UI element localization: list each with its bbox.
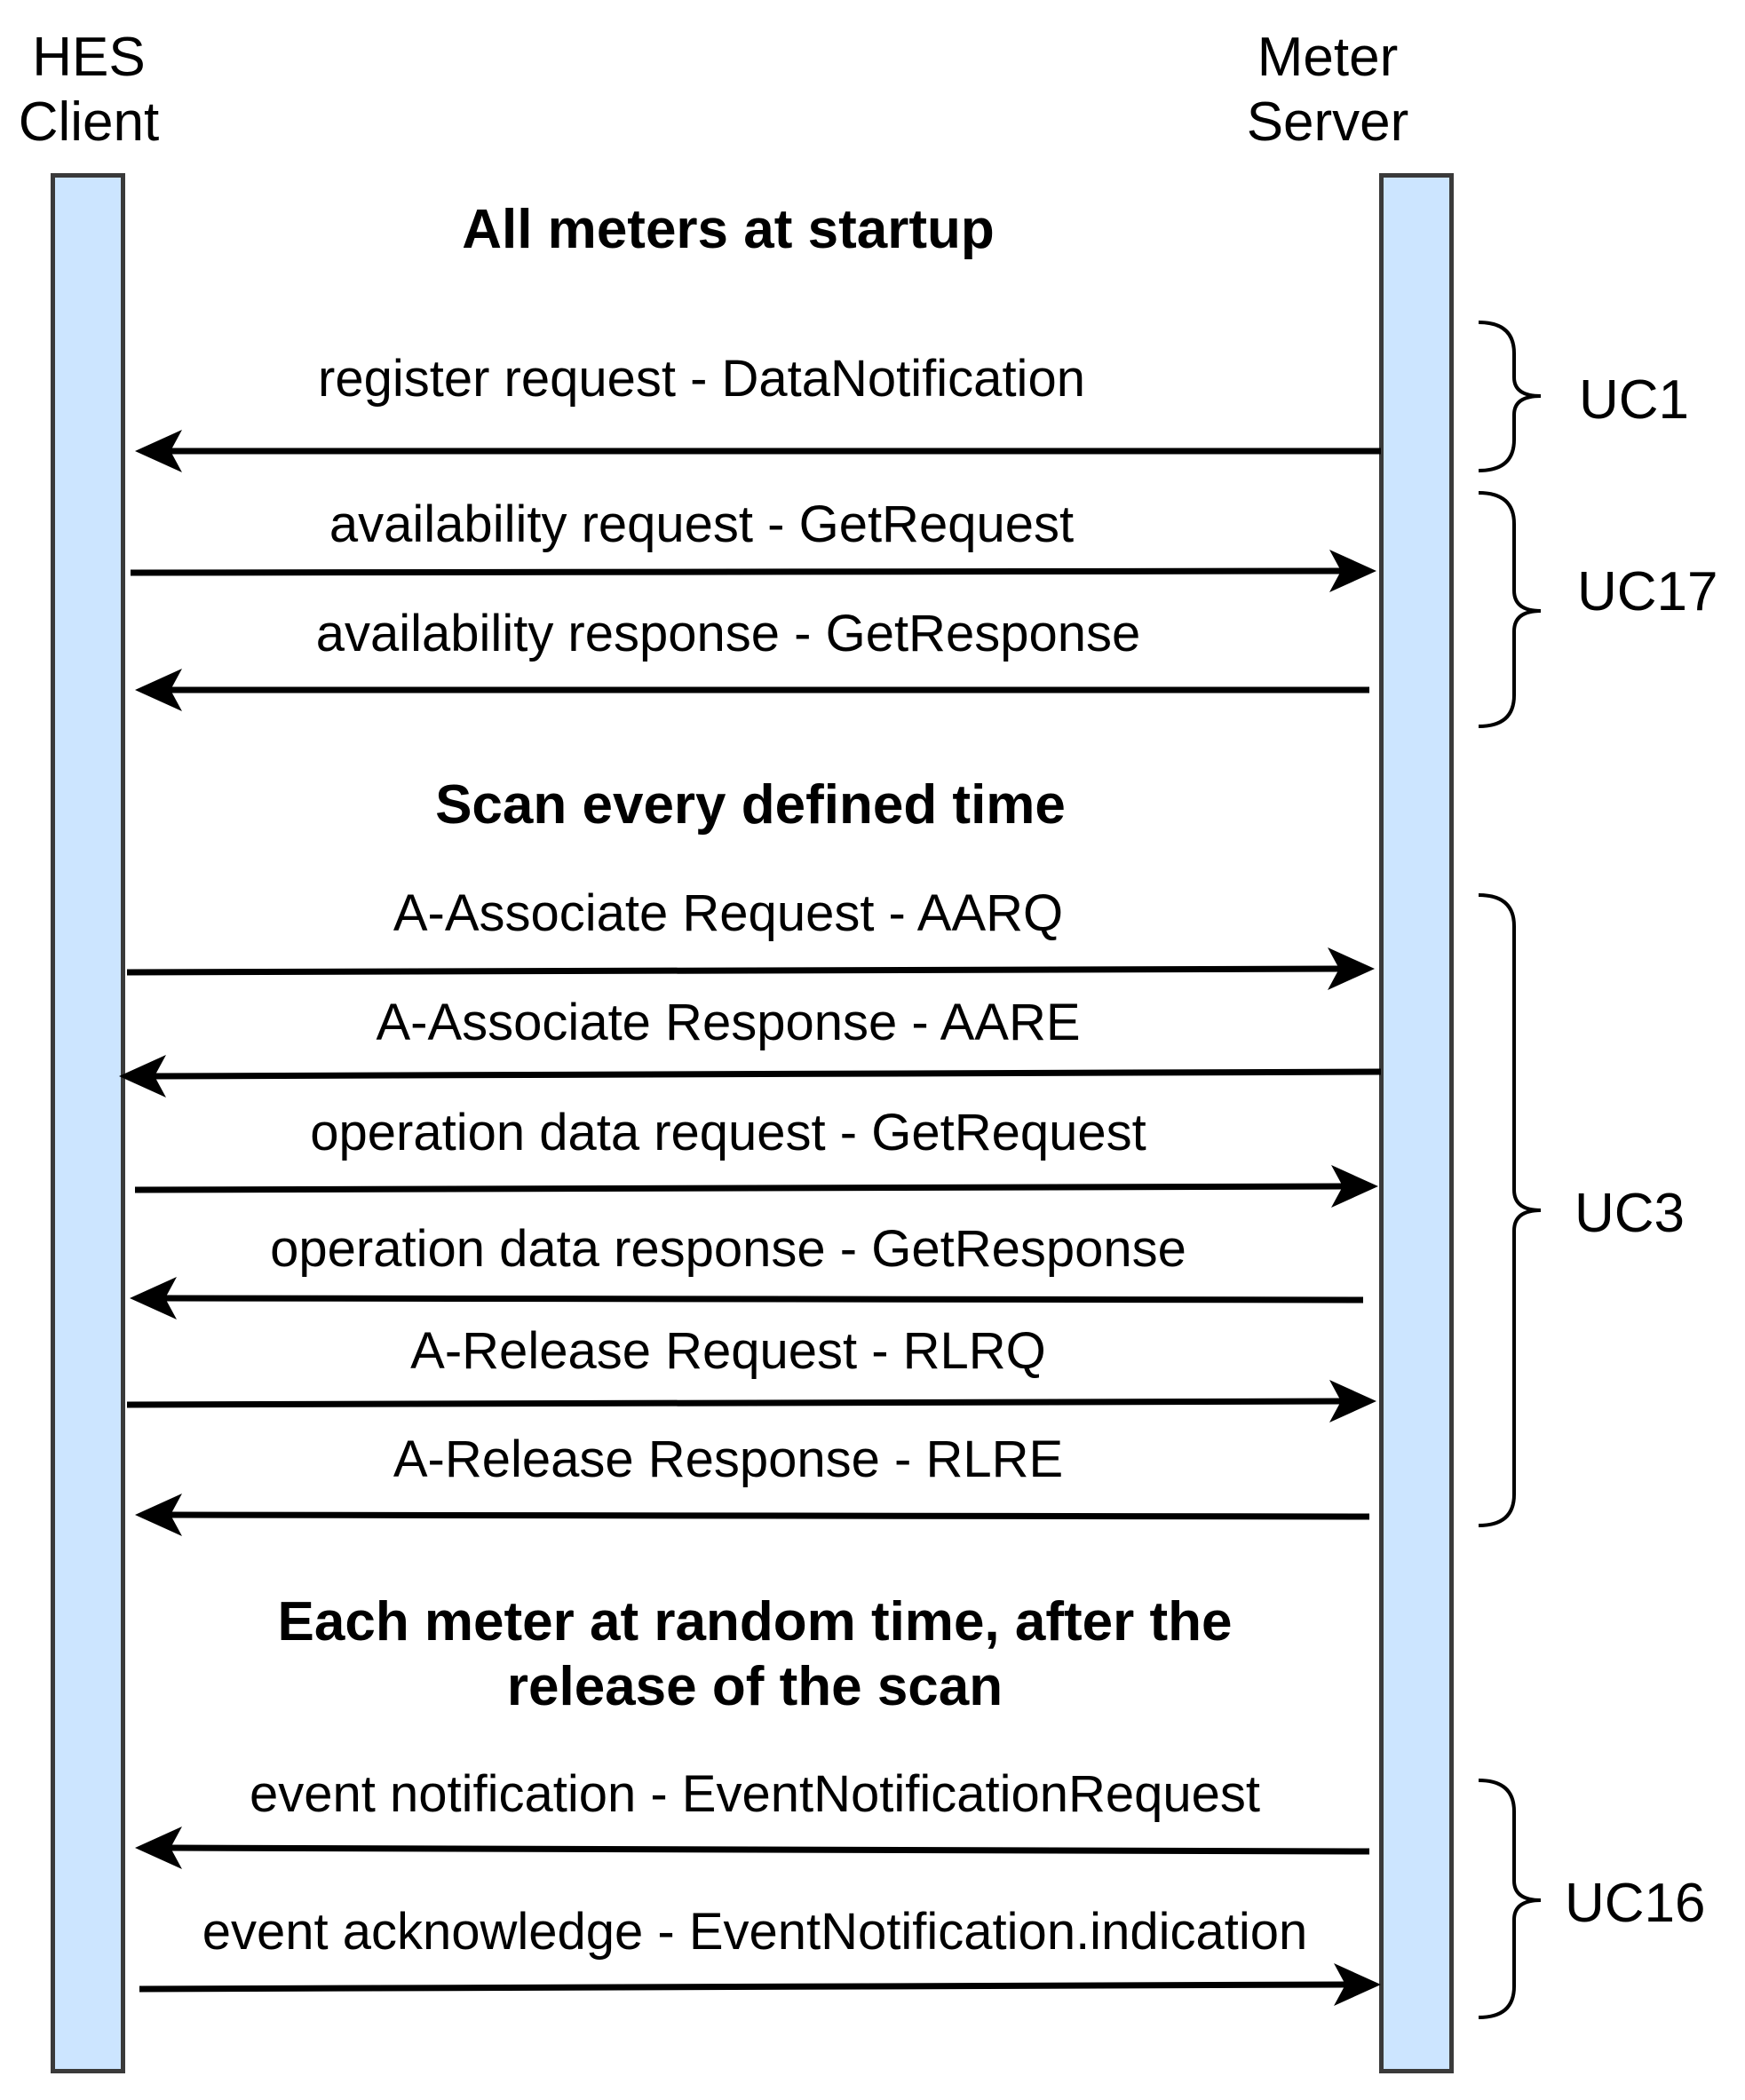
section-title-startup: All meters at startup bbox=[462, 199, 995, 260]
section-title-random: Each meter at random time, after the rel… bbox=[204, 1589, 1305, 1719]
arrow-to-client bbox=[130, 1277, 1364, 1319]
brace-uc3 bbox=[1478, 893, 1542, 1527]
section-title-scan: Scan every defined time bbox=[435, 774, 1066, 836]
message-label: availability response - GetResponse bbox=[315, 605, 1141, 662]
message-label: event notification - EventNotificationRe… bbox=[249, 1765, 1261, 1823]
arrow-to-client bbox=[135, 430, 1381, 472]
participant-server-header: Meter Server bbox=[1225, 25, 1430, 155]
message-arrows bbox=[119, 430, 1382, 2006]
use-case-label: UC3 bbox=[1574, 1183, 1686, 1244]
arrow-to-server bbox=[134, 1165, 1378, 1208]
arrow-to-server bbox=[126, 947, 1375, 990]
lifeline-server bbox=[1379, 173, 1454, 2073]
message-label: A-Release Request - RLRQ bbox=[410, 1322, 1046, 1380]
message-label: A-Release Response - RLRE bbox=[393, 1430, 1064, 1488]
use-case-label: UC16 bbox=[1565, 1873, 1706, 1934]
use-case-label: UC1 bbox=[1579, 369, 1690, 431]
participant-client-header: HES Client bbox=[0, 25, 178, 155]
arrow-to-client bbox=[135, 1827, 1370, 1869]
message-label: A-Associate Response - AARE bbox=[376, 994, 1081, 1051]
message-label: availability request - GetRequest bbox=[329, 495, 1075, 553]
brace-uc16 bbox=[1478, 1779, 1542, 2019]
brace-uc1 bbox=[1478, 321, 1542, 472]
arrow-to-server bbox=[139, 1963, 1381, 2006]
participant-client-line1: HES bbox=[32, 27, 146, 88]
participant-client-line2: Client bbox=[18, 91, 160, 154]
message-label: register request - DataNotification bbox=[318, 350, 1085, 408]
participant-server-line1: Meter bbox=[1257, 27, 1399, 88]
brace-uc17 bbox=[1478, 491, 1542, 728]
participant-server-line2: Server bbox=[1246, 91, 1409, 154]
message-label: operation data request - GetRequest bbox=[310, 1104, 1146, 1161]
arrow-to-server bbox=[126, 1380, 1376, 1422]
lifeline-client bbox=[51, 173, 125, 2073]
arrow-to-server bbox=[130, 550, 1376, 592]
use-case-label: UC17 bbox=[1577, 561, 1718, 622]
use-case-braces bbox=[1478, 321, 1542, 2019]
message-label: operation data response - GetResponse bbox=[270, 1220, 1186, 1278]
arrow-to-client bbox=[135, 669, 1369, 711]
section-title-random-line2: release of the scan bbox=[506, 1656, 1003, 1718]
arrow-to-client bbox=[135, 1494, 1370, 1536]
arrow-to-client bbox=[119, 1055, 1382, 1098]
message-label: A-Associate Request - AARQ bbox=[393, 884, 1064, 942]
section-title-random-line1: Each meter at random time, after the bbox=[277, 1591, 1233, 1652]
message-label: event acknowledge - EventNotification.in… bbox=[202, 1903, 1308, 1961]
